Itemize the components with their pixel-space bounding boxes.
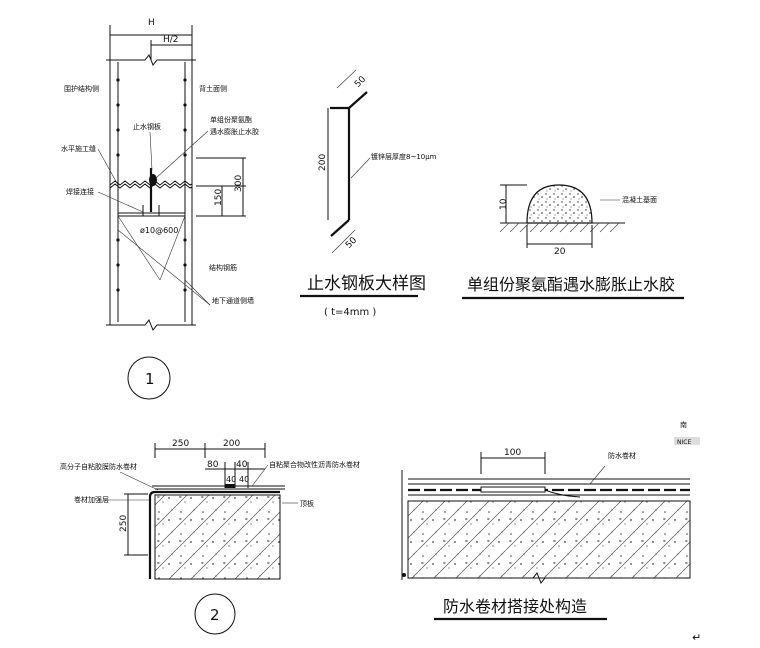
label-rebar-spec: ø10@600 (140, 226, 178, 235)
dim-10: 10 (499, 198, 509, 210)
detail-2-roof-corner: 250 200 80 40 40 40 高分子自粘胶膜防水卷材 自粘聚合物改性沥… (60, 439, 360, 635)
plate-detail-title: 止水钢板大样图 (307, 274, 426, 294)
dim-50-top: 50 (353, 74, 368, 89)
dim-40a: 40 (236, 460, 248, 470)
label-construction-joint: 水平施工缝 (61, 144, 96, 153)
detail-2-number-circle (194, 593, 236, 635)
label-reinforce-layer: 卷材加强层 (74, 495, 109, 504)
label-soil-side: 背土面侧 (199, 84, 227, 93)
label-concrete-base: 混凝土基面 (622, 195, 657, 204)
lap-detail-title: 防水卷材搭接处构造 (443, 597, 587, 616)
dim-40c: 40 (239, 475, 249, 484)
corner-badge-text: NICE (677, 439, 691, 446)
stop-plate-detail: 50 200 50 镀锌层厚度8~10μm 止水钢板大样图 ( t=4mm ) (300, 69, 437, 318)
lap-detail: 100 防水卷材 防水卷材搭接处构造 南 NICE (401, 420, 700, 621)
dim-300: 300 (234, 175, 244, 192)
dim-40b: 40 (226, 475, 236, 484)
dim-200: 200 (223, 439, 240, 449)
dim-250-side: 250 (119, 515, 129, 532)
sealant-detail: 10 20 混凝土基面 单组份聚氨酯遇水膨胀止水胶 (462, 184, 684, 300)
label-weld: 焊接连接 (66, 187, 94, 196)
label-asphalt-membrane: 自粘聚合物改性沥青防水卷材 (269, 460, 360, 469)
dim-150: 150 (214, 189, 224, 206)
label-structural-rebar: 结构钢筋 (209, 263, 237, 272)
dim-50-bottom: 50 (344, 235, 359, 250)
dim-200: 200 (318, 154, 328, 171)
label-sealant-2: 遇水膨胀止水胶 (210, 127, 259, 136)
detail-2-number: 2 (210, 606, 220, 624)
plate-thickness: ( t=4mm ) (324, 307, 376, 318)
dim-250-top: 250 (172, 439, 189, 449)
label-enclosure-side: 围护结构侧 (64, 84, 99, 93)
label-membrane: 防水卷材 (608, 451, 636, 460)
corner-mark: 南 (680, 420, 687, 429)
dim-20: 20 (554, 247, 566, 257)
label-polymer-membrane: 高分子自粘胶膜防水卷材 (60, 462, 137, 471)
corner-badge (674, 437, 700, 445)
dim-100: 100 (504, 448, 521, 458)
sealant-detail-title: 单组份聚氨酯遇水膨胀止水胶 (467, 275, 675, 294)
label-sealant-1: 单组份聚氨酯 (210, 115, 252, 124)
detail-1-number-circle (127, 356, 171, 400)
detail-1-number: 1 (145, 370, 155, 388)
label-stop-plate: 止水钢板 (133, 122, 161, 131)
label-side-wall: 地下通道侧墙 (212, 296, 254, 305)
dim-H2: H/2 (163, 35, 179, 45)
label-roof-slab: 顶板 (300, 499, 314, 508)
dim-80: 80 (207, 460, 219, 470)
dim-H: H (148, 18, 155, 28)
galvanize-note: 镀锌层厚度8~10μm (371, 152, 437, 161)
return-mark: ↵ (692, 631, 701, 644)
detail-1-wall-joint: H H/2 300 150 (61, 18, 259, 400)
